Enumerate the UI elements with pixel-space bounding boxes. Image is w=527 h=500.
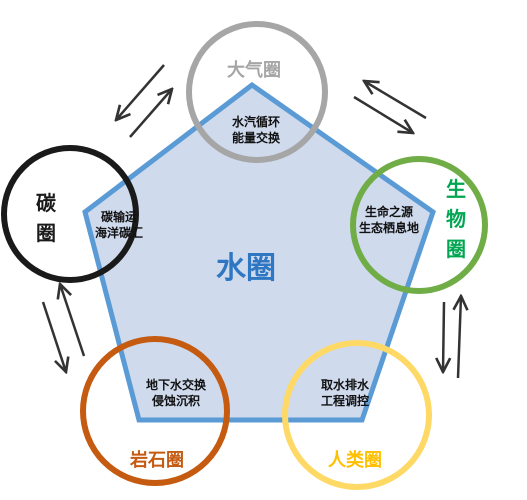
biosphere-label-2: 物 (446, 207, 466, 231)
atmosphere-text-2: 能量交换 (232, 130, 281, 145)
anthroposphere-label: 人类圈 (328, 449, 382, 471)
atmosphere-circle (186, 21, 328, 163)
arrow-anthroposphere-to-biosphere (458, 296, 461, 379)
arrow-biosphere-to-atmosphere (364, 81, 427, 120)
arrow-atmosphere-to-carbon (116, 64, 165, 120)
exchange-arrows (41, 64, 461, 379)
anthroposphere-text-1: 取水排水 (321, 377, 370, 392)
biosphere-circle (350, 156, 488, 294)
lithosphere-label: 岩石圈 (129, 449, 184, 471)
arrow-carbon-to-atmosphere (129, 89, 172, 138)
atmosphere-label: 大气圈 (227, 59, 281, 81)
hydrosphere-pentagon (82, 81, 436, 423)
biosphere-text-2: 生态栖息地 (359, 220, 419, 235)
atmosphere-text-1: 水汽循环 (232, 114, 280, 129)
lithosphere-circle (80, 336, 230, 486)
carbon-text-1: 碳输运 (101, 209, 137, 224)
arrow-lithosphere-to-carbon (60, 284, 86, 357)
arrow-atmosphere-to-biosphere (353, 95, 413, 133)
biosphere-label-1: 生 (446, 177, 466, 201)
biosphere-text-1: 生命之源 (365, 204, 413, 219)
carbon-label-1: 碳 (36, 191, 57, 215)
carbon-text-2: 海洋碳汇 (95, 225, 143, 240)
arrow-carbon-to-lithosphere (41, 301, 66, 372)
carbon-circle (1, 145, 139, 283)
anthroposphere-text-2: 工程调控 (321, 393, 369, 408)
arrow-biosphere-to-anthroposphere (443, 301, 444, 372)
carbon-label-2: 圈 (36, 221, 56, 245)
lithosphere-text-1: 地下水交换 (146, 377, 207, 392)
hydrosphere-label: 水圈 (216, 251, 276, 286)
anthroposphere-circle (282, 340, 432, 490)
lithosphere-text-2: 侵蚀沉积 (151, 393, 200, 408)
biosphere-label-3: 圈 (446, 237, 466, 261)
